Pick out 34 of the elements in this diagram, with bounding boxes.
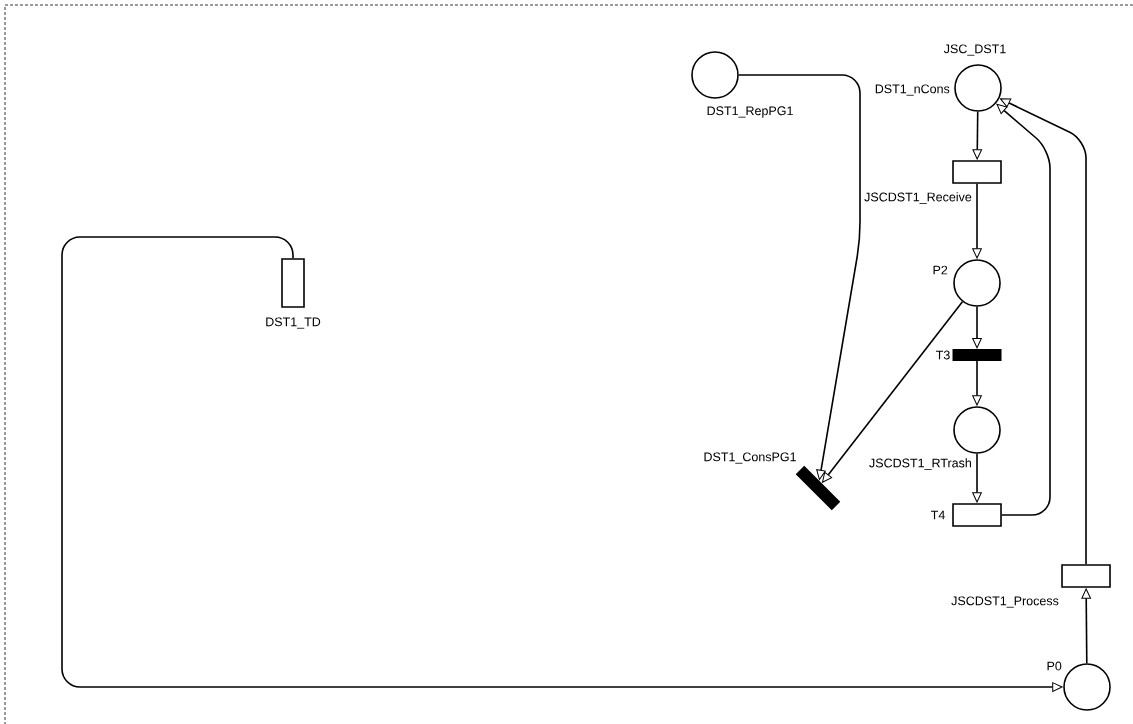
transition-bar — [795, 465, 841, 511]
arrow — [972, 306, 982, 349]
place-label: DST1_nCons — [875, 84, 950, 96]
transition-box — [1061, 564, 1111, 588]
place-circle — [691, 51, 739, 99]
arrow — [1000, 98, 1087, 565]
arrow — [972, 183, 982, 259]
place-circle — [954, 64, 1002, 112]
place-label: P2 — [933, 265, 948, 275]
arrow — [972, 360, 982, 406]
place-label: DST1_ConsPG1 — [704, 452, 796, 464]
arrow — [738, 74, 861, 481]
transition-box — [281, 258, 305, 308]
place-circle — [1063, 663, 1111, 711]
place-circle — [953, 259, 1001, 307]
place-label: JSC_DST1 — [943, 44, 1006, 56]
place-label: DST1_TD — [266, 317, 321, 329]
arrow — [972, 453, 982, 503]
place-label: JSCDST1_Receive — [864, 192, 972, 204]
place-label: JSCDST1_RTrash — [869, 458, 971, 470]
place-label: JSCDST1_Process — [951, 596, 1059, 608]
arrow — [1081, 588, 1092, 664]
place-label: T3 — [936, 350, 950, 360]
transition-box — [952, 160, 1002, 184]
place-label: T4 — [931, 510, 945, 520]
arrow — [821, 301, 964, 483]
place-label: DST1_RepPG1 — [707, 106, 793, 118]
transition-bar — [952, 349, 1002, 361]
transition-box — [952, 503, 1002, 527]
arrow — [996, 103, 1051, 516]
place-label: P0 — [1047, 661, 1062, 671]
arrow — [972, 111, 983, 160]
place-circle — [953, 406, 1001, 454]
arrow — [61, 236, 1063, 692]
